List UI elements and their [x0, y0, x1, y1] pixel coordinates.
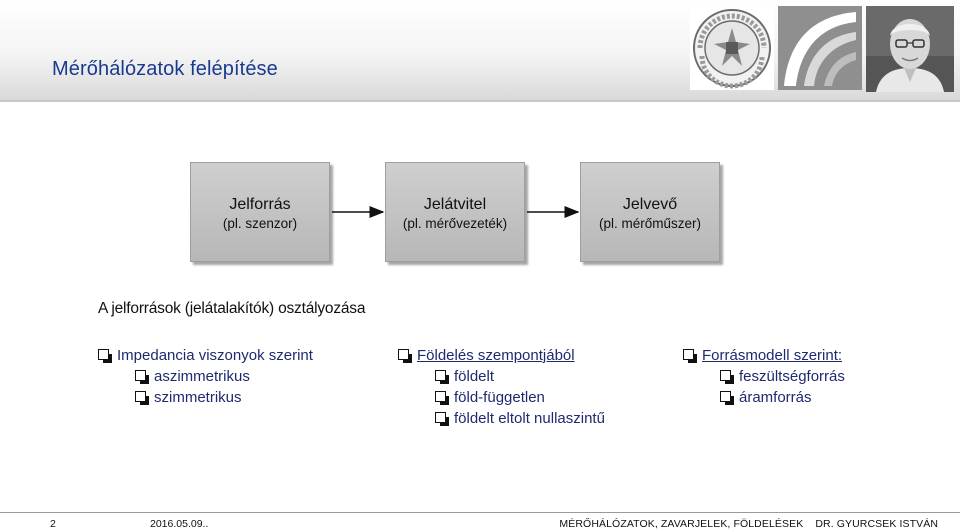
- impedance-item: aszimmetrikus: [98, 366, 313, 387]
- footer-course-title: MÉRŐHÁLÓZATOK, ZAVARJELEK, FÖLDELÉSEK: [559, 518, 804, 530]
- faculty-logo: [778, 6, 862, 90]
- grounding-heading-row: Földelés szempontjából: [398, 345, 605, 366]
- grounding-item: földelt eltolt nullaszintű: [398, 408, 605, 429]
- checkbox-bullet-icon: [135, 391, 149, 405]
- header-divider: [0, 100, 960, 102]
- checkbox-bullet-icon: [435, 391, 449, 405]
- signal-receiver-label: Jelvevő: [622, 196, 678, 213]
- signal-transmission-box: Jelátvitel (pl. mérővezeték): [385, 162, 525, 262]
- checkbox-bullet-icon: [435, 412, 449, 426]
- signal-receiver-box: Jelvevő (pl. mérőműszer): [580, 162, 720, 262]
- checkbox-bullet-icon: [135, 370, 149, 384]
- impedance-item: szimmetrikus: [98, 387, 313, 408]
- signal-source-label: Jelforrás: [229, 196, 291, 213]
- signal-receiver-example: (pl. mérőműszer): [598, 216, 701, 231]
- author-portrait-photo: [866, 6, 954, 92]
- checkbox-bullet-icon: [398, 349, 412, 363]
- source-model-heading: Forrásmodell szerint:: [702, 347, 843, 364]
- checkbox-bullet-icon: [683, 349, 697, 363]
- grounding-column: Földelés szempontjából földelt föld-függ…: [398, 345, 605, 429]
- grounding-item: földelt: [398, 366, 605, 387]
- source-model-heading-row: Forrásmodell szerint:: [683, 345, 845, 366]
- grounding-heading: Földelés szempontjából: [417, 347, 575, 364]
- signal-source-box: Jelforrás (pl. szenzor): [190, 162, 330, 262]
- signal-transmission-example: (pl. mérővezeték): [402, 216, 508, 231]
- source-model-column: Forrásmodell szerint: feszültségforrás á…: [683, 345, 845, 408]
- signal-source-example: (pl. szenzor): [222, 216, 298, 231]
- impedance-column: Impedancia viszonyok szerint aszimmetrik…: [98, 345, 313, 408]
- classification-title: A jelforrások (jelátalakítók) osztályozá…: [98, 300, 366, 317]
- footer-divider: [0, 512, 960, 513]
- source-model-item: feszültségforrás: [683, 366, 845, 387]
- impedance-heading: Impedancia viszonyok szerint: [117, 347, 313, 364]
- grounding-item: föld-független: [398, 387, 605, 408]
- footer-author: DR. GYURCSEK ISTVÁN: [815, 518, 938, 530]
- impedance-heading-row: Impedancia viszonyok szerint: [98, 345, 313, 366]
- slide-title: Mérőhálózatok felépítése: [52, 58, 278, 80]
- source-model-item: áramforrás: [683, 387, 845, 408]
- checkbox-bullet-icon: [98, 349, 112, 363]
- checkbox-bullet-icon: [435, 370, 449, 384]
- university-seal-logo: [690, 6, 774, 90]
- signal-transmission-label: Jelátvitel: [423, 196, 487, 213]
- footer-credits: MÉRŐHÁLÓZATOK, ZAVARJELEK, FÖLDELÉSEK DR.…: [559, 518, 938, 530]
- checkbox-bullet-icon: [720, 391, 734, 405]
- page-number: 2: [50, 518, 56, 530]
- footer-date: 2016.05.09..: [150, 518, 209, 530]
- checkbox-bullet-icon: [720, 370, 734, 384]
